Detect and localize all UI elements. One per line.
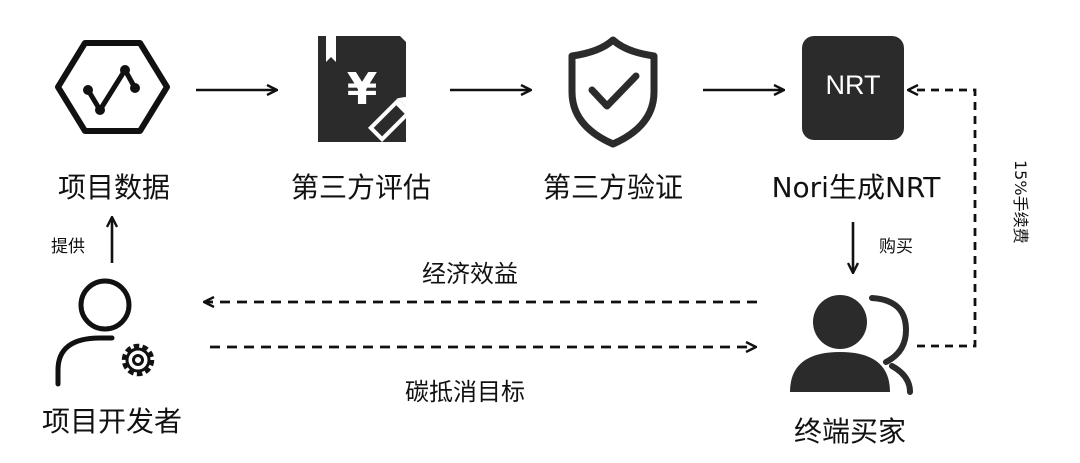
- users-group-icon: [790, 295, 913, 395]
- nrt-box-label: NRT: [825, 70, 881, 100]
- arrow-fee-path: [909, 90, 977, 348]
- document-yen-pen-icon: ¥: [318, 36, 415, 143]
- user-gear-icon: [55, 278, 155, 387]
- project-dev-label: 项目开发者: [41, 405, 182, 438]
- project-data-label: 项目数据: [57, 171, 170, 204]
- chart-hexagon-icon: [55, 40, 170, 134]
- nori-nrt-label: Nori生成NRT: [771, 171, 941, 204]
- fee-label: 15%手续费: [1011, 160, 1030, 244]
- provide-label: 提供: [51, 237, 85, 257]
- nrt-square-icon: [802, 36, 904, 140]
- economic-benefit-label: 经济效益: [422, 260, 518, 288]
- svg-text:¥: ¥: [347, 64, 378, 115]
- third-party-verify-label: 第三方验证: [542, 171, 683, 204]
- end-buyer-label: 终端买家: [793, 415, 906, 448]
- carbon-offset-label: 碳抵消目标: [405, 378, 525, 406]
- buy-label: 购买: [879, 237, 913, 257]
- shield-check-icon: [568, 36, 658, 148]
- third-party-eval-label: 第三方评估: [290, 171, 431, 204]
